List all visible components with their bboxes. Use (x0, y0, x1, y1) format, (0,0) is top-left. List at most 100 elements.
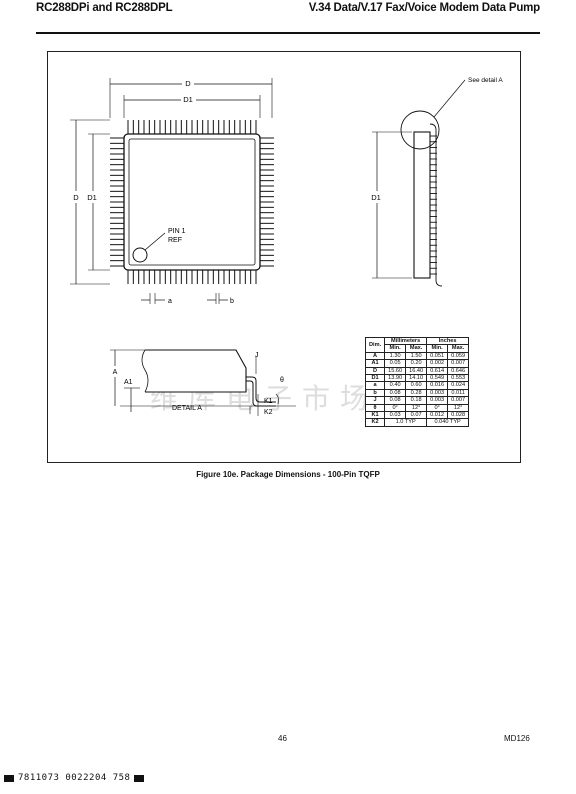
row-in-min: 0.003 (426, 388, 449, 398)
row-in-max: 12° (447, 403, 470, 413)
row-dim: K2 (364, 418, 386, 427)
figure-frame (47, 51, 521, 463)
table-subheader-row: Min. Max. Min. Max. (366, 344, 470, 353)
dim-a-label: a (168, 298, 172, 305)
dim-side-d1-label: D1 (371, 193, 381, 202)
row-mm-max: 0.07 (405, 411, 428, 420)
table-header-row: Dim. Millimeters Inches (364, 336, 470, 353)
table-header-in-min: Min. (426, 344, 449, 353)
pin1-ref-label: REF (168, 237, 182, 244)
row-dim: A (364, 351, 386, 361)
detail-a-leader (433, 79, 466, 118)
row-mm-min: 0.03 (384, 411, 407, 420)
row-in-min: 0.051 (426, 351, 449, 361)
row-dim: D (364, 366, 386, 376)
dim-d1-label: D1 (183, 95, 193, 104)
dim-d-vertical-label: D (73, 193, 79, 202)
side-view: See detail A D1 (369, 77, 503, 287)
header-right-title: V.34 Data/V.17 Fax/Voice Modem Data Pump (308, 2, 540, 14)
dim-a1-label: A1 (124, 379, 133, 386)
table-header-in: Inches (426, 336, 470, 346)
detail-a-label: DETAIL A (172, 405, 202, 412)
row-mm-min: 0.40 (384, 381, 407, 390)
row-in-max: 0.024 (447, 381, 470, 390)
detail-a-circle (400, 110, 440, 150)
row-mm-min: 0.05 (384, 359, 407, 368)
table-header-dim: Dim. (364, 337, 386, 353)
pin1-leader (144, 232, 166, 251)
header-left-title: RC288DPi and RC288DPL (36, 2, 173, 14)
detail-a-view: A A1 J θ K1 K2 DETAIL A (109, 349, 296, 416)
table-header-mm-min: Min. (384, 344, 407, 353)
row-mm-min: 13.90 (384, 374, 407, 383)
row-in-max: 0.007 (447, 359, 470, 368)
row-dim: θ (364, 403, 386, 413)
pin1-marker (132, 247, 148, 263)
row-in-min: 0.614 (426, 366, 449, 376)
table-header-mm: Millimeters (384, 336, 428, 346)
row-mm-min: 0.08 (384, 396, 407, 405)
row-in-min: 0.002 (426, 359, 449, 368)
barcode-block-right (134, 774, 145, 782)
dim-side-d1-gap (369, 191, 384, 203)
row-dim: a (364, 381, 386, 390)
barcode-block-left (4, 774, 14, 782)
row-mm-min: 1.30 (384, 351, 407, 361)
row-mm-max: 0.18 (405, 396, 428, 405)
row-in-typ: 0.040 TYP (426, 418, 470, 427)
row-in-max: 0.011 (447, 388, 470, 398)
row-dim: K1 (364, 411, 386, 420)
barcode-text: 7811073 0022204 758 (18, 773, 131, 783)
header-rule (36, 32, 540, 34)
row-mm-typ: 1.0 TYP (384, 418, 428, 427)
row-in-min: 0.012 (426, 411, 449, 420)
row-mm-max: 14.10 (405, 374, 428, 383)
dimension-table: Dim. Millimeters Inches Min. Max. Min. M… (364, 336, 470, 427)
row-mm-max: 16.40 (405, 366, 428, 376)
row-dim: b (364, 388, 386, 398)
dim-a-height-label: A (113, 369, 118, 376)
row-in-min: 0.549 (426, 374, 449, 383)
dim-b-label: b (230, 298, 234, 305)
dim-a-height-gap (109, 366, 121, 377)
row-dim: J (364, 396, 386, 405)
row-mm-min: 0° (384, 403, 407, 413)
dim-k1-label: K1 (264, 398, 273, 405)
dim-theta-arc (275, 393, 279, 405)
row-mm-max: 1.50 (405, 351, 428, 361)
dim-d1-vertical-gap (85, 191, 100, 203)
row-in-min: 0° (426, 403, 449, 413)
document-code: MD126 (504, 734, 530, 743)
side-body (413, 131, 431, 279)
barcode-strip: 7811073 0022204 758 (4, 773, 145, 784)
pin1-label: PIN 1 (168, 228, 186, 235)
row-dim: A1 (364, 359, 386, 368)
table-header-in-max: Max. (447, 344, 470, 353)
dim-d-vertical-gap (70, 191, 82, 203)
row-in-min: 0.016 (426, 381, 449, 390)
row-dim: D1 (364, 374, 386, 383)
row-in-min: 0.003 (426, 396, 449, 405)
row-in-max: 0.553 (447, 374, 470, 383)
dim-d-label: D (185, 79, 191, 88)
dim-k2-label: K2 (264, 409, 273, 416)
dim-d-gap (182, 78, 194, 88)
page-number: 46 (278, 734, 287, 743)
table-header-mm-max: Max. (405, 344, 428, 353)
see-detail-label: See detail A (468, 77, 503, 84)
dim-j-label: J (255, 352, 259, 359)
row-in-max: 0.059 (447, 351, 470, 361)
row-mm-min: 0.08 (384, 388, 407, 398)
lead-pins (110, 120, 274, 284)
detail-break-line (141, 349, 149, 393)
package-body-inner (128, 138, 256, 266)
